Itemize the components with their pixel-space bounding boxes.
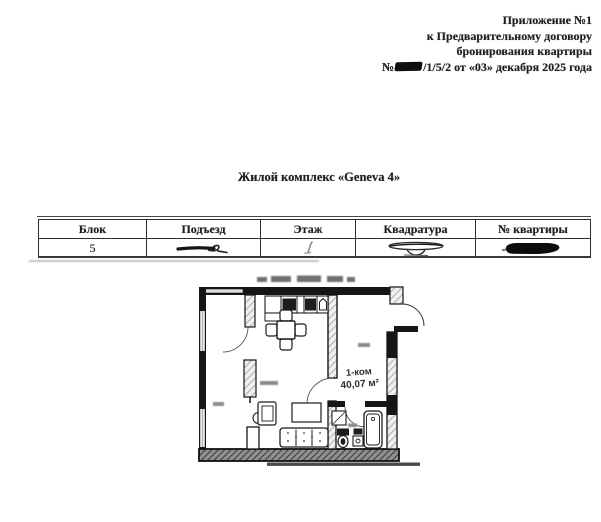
contract-number-suffix: /1/5/2 от «03» декабря 2025 года (423, 59, 592, 74)
header-area: Квадратура (356, 220, 476, 238)
sink-icon (319, 297, 327, 311)
value-floor (261, 239, 356, 256)
appendix-header-line1: Приложение №1 (502, 13, 592, 27)
stove-icon (282, 298, 296, 311)
scan-shadow-line (267, 462, 420, 466)
appendix-header: Приложение №1 к Предварительному договор… (382, 13, 592, 75)
apartment-table-header-row: Блок Подъезд Этаж Квадратура № квартиры (39, 220, 590, 239)
shelf-icon (353, 428, 363, 435)
bathroom-door-arc (344, 406, 366, 428)
outer-walls (198, 286, 420, 466)
chair-top (279, 309, 293, 322)
contract-number-redaction (394, 61, 423, 71)
header-block: Блок (39, 220, 147, 238)
appendix-header-line3: бронирования квартиры (456, 44, 592, 58)
floor-plan: 1-ком 40,07 м² (198, 275, 425, 466)
rug (291, 402, 322, 423)
contract-number-line: № /1/5/2 от «03» декабря 2025 года (382, 60, 592, 76)
bedroom-label-blur (358, 343, 370, 347)
kitchen-counter (264, 295, 329, 322)
appendix-header-line2: к Предварительному договору (426, 28, 592, 43)
chair-right (294, 323, 307, 337)
bathroom-label-blur (348, 423, 357, 427)
area-scribble-icon (387, 241, 444, 256)
apartment-table-value-row: 5 (39, 239, 590, 256)
chair-left (265, 323, 278, 337)
value-area (356, 239, 476, 256)
apartment-table: Блок Подъезд Этаж Квадратура № квартиры … (38, 219, 591, 258)
sofa (279, 427, 329, 448)
value-entrance (147, 239, 261, 256)
header-entrance: Подъезд (147, 220, 261, 238)
entrance-scribble-icon (175, 244, 228, 253)
scan-smudges (257, 275, 355, 282)
living-room-label-blur (260, 381, 278, 385)
oven-icon (305, 298, 316, 311)
left-room-label-blur (213, 402, 224, 406)
toilet-tank (337, 428, 349, 436)
left-partition-wall (243, 294, 260, 450)
value-block: 5 (39, 239, 147, 256)
header-apartment-number: № квартиры (498, 221, 568, 236)
room-type-label: 1-ком (346, 366, 373, 379)
apartment-number-redaction-icon (501, 242, 560, 254)
dining-set (265, 309, 307, 351)
blurry-room-labels (213, 343, 370, 427)
floor-handwritten-mark-icon (303, 240, 313, 254)
room-door-arc (306, 377, 334, 405)
header-floor: Этаж (261, 220, 356, 238)
bathroom-walls (328, 401, 393, 407)
center-wall (327, 294, 338, 450)
area-label: 40,07 м² (340, 378, 380, 392)
contract-number-prefix: № (382, 59, 395, 74)
left-room-door-arc (222, 326, 249, 353)
value-apartment-number (476, 239, 590, 256)
chair-bottom (279, 338, 293, 351)
entry-door-arc (401, 303, 425, 327)
bathroom-fixtures (331, 410, 383, 449)
dining-table (276, 320, 296, 340)
living-furniture (252, 401, 329, 448)
complex-title: Жилой комплекс «Geneva 4» (237, 170, 401, 184)
